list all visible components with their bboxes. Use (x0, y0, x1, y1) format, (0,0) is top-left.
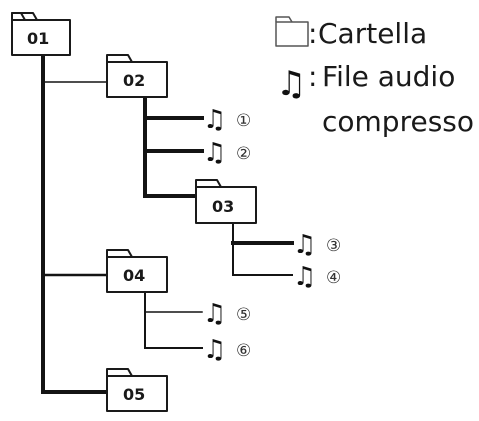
music-note-icon: ♫ (293, 230, 316, 260)
legend: : Cartella ♫ : File audio compresso (275, 16, 474, 138)
folder-04: 04 (106, 249, 168, 293)
legend-audio-label-line1: File audio (322, 60, 455, 93)
folder-label-05: 05 (123, 385, 145, 404)
folder-icon (195, 186, 257, 224)
legend-colon-folder: : (308, 17, 317, 50)
legend-folder-label: Cartella (318, 17, 427, 50)
audio-file-3: ♫ ③ (293, 230, 341, 260)
audio-file-4: ♫ ④ (293, 262, 341, 292)
legend-folder: : Cartella (275, 16, 427, 50)
music-note-icon: ♫ (203, 299, 226, 329)
music-note-icon: ♫ (203, 105, 226, 135)
legend-audio-label-line2: compresso (322, 105, 474, 138)
file-number-5: ⑤ (236, 305, 251, 325)
folder-03: 03 (195, 179, 257, 224)
music-note-icon: ♫ (203, 335, 226, 365)
folder-icon (106, 256, 168, 293)
tree-connectors (41, 53, 294, 394)
folder-icon (106, 375, 168, 412)
music-note-icon: ♫ (293, 262, 316, 292)
audio-file-2: ♫ ② (203, 138, 251, 168)
folder-label-03: 03 (212, 197, 234, 216)
audio-file-5: ♫ ⑤ (203, 299, 251, 329)
folder-label-02: 02 (123, 71, 145, 90)
file-number-4: ④ (326, 268, 341, 288)
file-number-3: ③ (326, 236, 341, 256)
file-number-1: ① (236, 111, 251, 131)
folder-label-01: 01 (27, 29, 49, 48)
audio-file-6: ♫ ⑥ (203, 335, 251, 365)
folder-icon (106, 61, 168, 98)
file-number-2: ② (236, 144, 251, 164)
audio-file-1: ♫ ① (203, 105, 251, 135)
folder-01: 01 (11, 12, 71, 56)
folder-05: 05 (106, 368, 168, 412)
file-number-6: ⑥ (236, 341, 251, 361)
music-note-icon: ♫ (203, 138, 226, 168)
folder-label-04: 04 (123, 266, 145, 285)
folder-icon (275, 21, 309, 47)
music-note-icon: ♫ (276, 64, 306, 104)
legend-audio: ♫ : File audio compresso (276, 60, 474, 138)
folder-02: 02 (106, 54, 168, 98)
legend-colon-audio: : (308, 60, 317, 93)
